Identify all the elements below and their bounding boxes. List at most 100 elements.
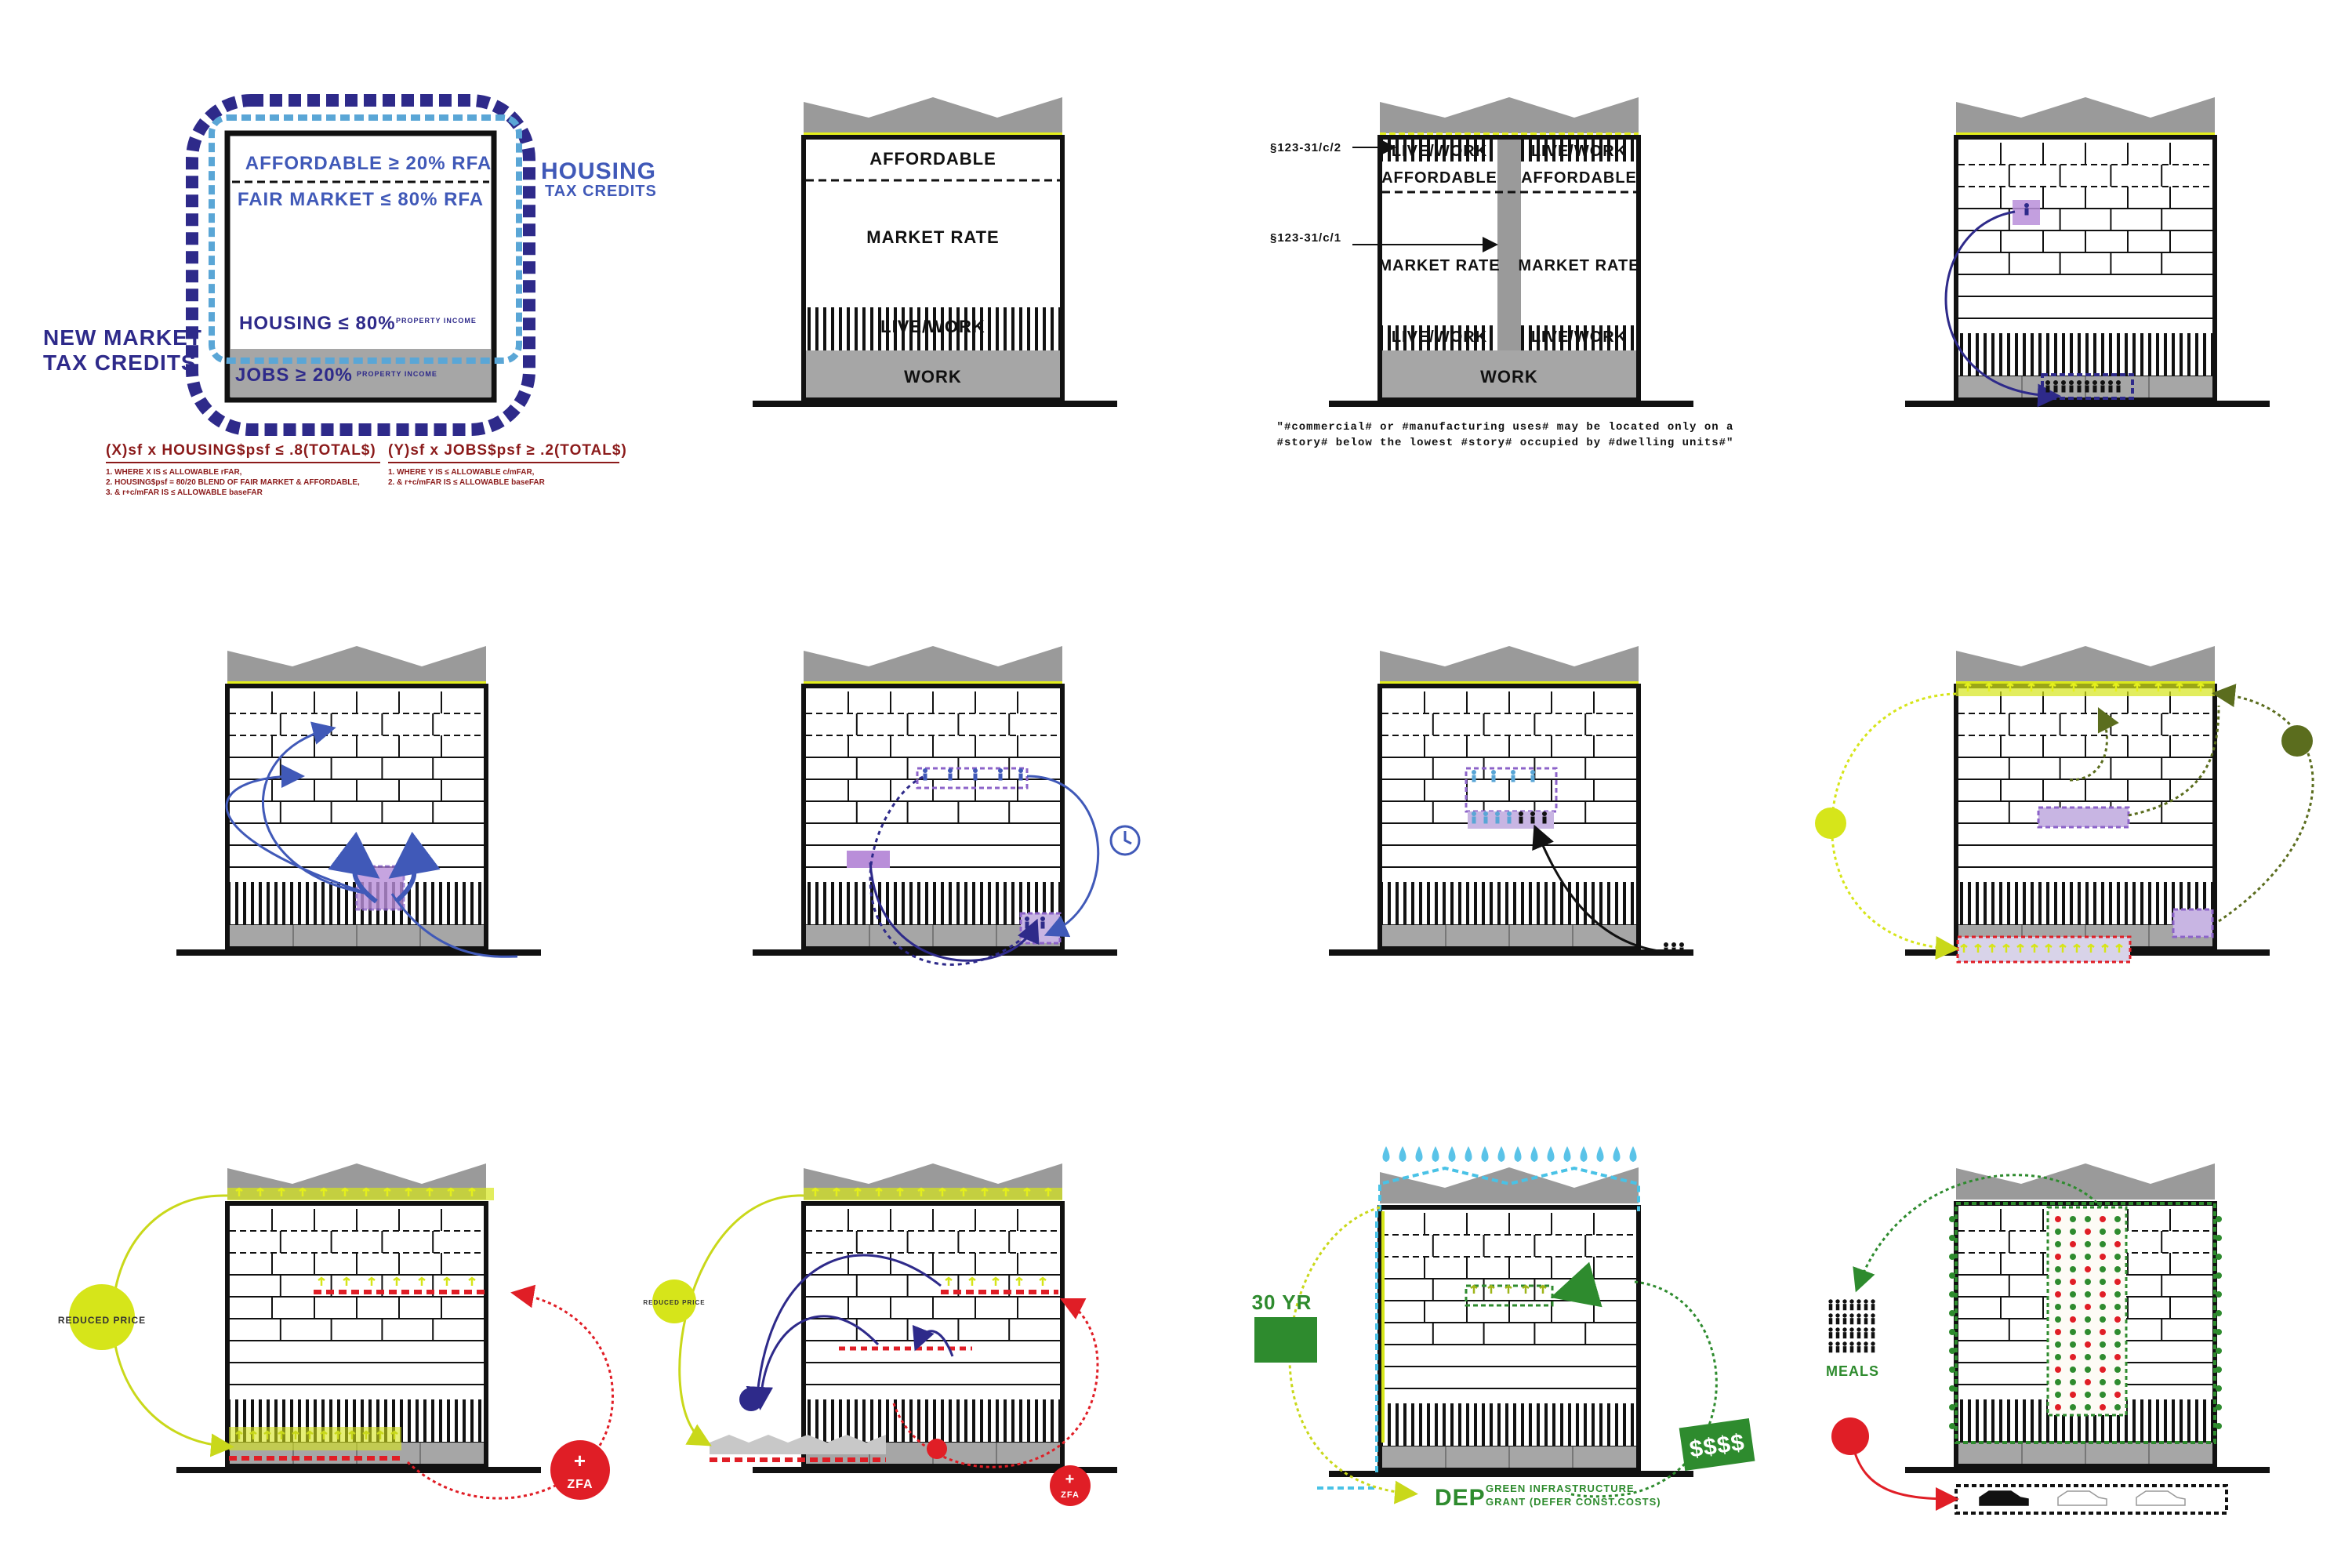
sprout-icon (960, 1187, 967, 1196)
person-icon-body (1835, 1304, 1840, 1311)
sprout-icon (1023, 1187, 1031, 1196)
person-icon (2108, 380, 2113, 385)
person-icon-body (1472, 816, 1476, 824)
sprout-icon (278, 1187, 285, 1196)
person-icon (1664, 942, 1668, 947)
plant-icon (2100, 1341, 2106, 1348)
person-icons (923, 768, 1045, 929)
panel-10-overlay: REDUCED PRICE + ZFA (643, 1187, 1099, 1506)
formula-right-notes: 1. WHERE Y IS ≤ ALLOWABLE c/mFAR,2. & r+… (388, 468, 546, 487)
flow-arrow-3 (869, 862, 1040, 962)
plant-icon (2100, 1229, 2106, 1235)
produce-icons (1960, 682, 2205, 953)
live-work-band (1958, 882, 2212, 925)
plant-icon (2216, 1348, 2222, 1354)
rain-drop-icon (1563, 1146, 1571, 1162)
dollars-badge (1679, 1417, 1755, 1471)
zfa-badge (1050, 1465, 1091, 1506)
live-work-band (806, 882, 1060, 925)
sprout-icon (1974, 943, 1982, 953)
plant-icons (1470, 1284, 1547, 1294)
plant-icon (2100, 1329, 2106, 1335)
plant-icon (2216, 1291, 2222, 1298)
person-icon-body (973, 773, 978, 781)
rain-drop-icon (1547, 1146, 1555, 1162)
plant-icon (2114, 1392, 2121, 1398)
person-icon-body (1530, 775, 1535, 782)
live-work-label: LIVE/WORK (880, 317, 985, 336)
dep-text: DEP (1435, 1485, 1486, 1511)
sprout-icon (2133, 682, 2141, 691)
sprout-icon (2059, 943, 2067, 953)
retail-band (229, 1427, 401, 1450)
person-icon (2053, 380, 2058, 385)
plant-icon (2055, 1216, 2061, 1222)
person-icon-body (1530, 816, 1535, 824)
sprout-icon (2197, 682, 2205, 691)
plant-icon (2055, 1392, 2061, 1398)
sprout-icon (2115, 943, 2123, 953)
plant-icon (2070, 1367, 2076, 1373)
sprout-icon (263, 1430, 271, 1439)
reduced-price-text: REDUCED PRICE (643, 1299, 705, 1306)
plant-icon (2070, 1379, 2076, 1385)
jobs-band (230, 349, 491, 397)
person-icon (1018, 768, 1023, 773)
person-icon (923, 768, 927, 773)
section-c1-label: §123-31/c/1 (1270, 231, 1341, 245)
person-icon (2045, 380, 2050, 385)
person-icon (1835, 1299, 1840, 1304)
sprout-icon (292, 1430, 299, 1439)
sprout-icon (1504, 1284, 1512, 1294)
building-p10 (753, 1163, 1117, 1473)
person-icon-body (1849, 1304, 1854, 1311)
plant-icon (2216, 1216, 2222, 1222)
plant-icon (2055, 1404, 2061, 1410)
person-icon (1671, 942, 1676, 947)
zfa-badge-small (927, 1439, 947, 1459)
sprout-icon (334, 1430, 342, 1439)
rain-drop-icon (1580, 1146, 1588, 1162)
person-icon (1842, 1313, 1847, 1318)
commuter-arrow (1532, 824, 1675, 954)
sprout-icon (2006, 682, 2014, 691)
roof-sawtooth (1956, 97, 2215, 133)
plant-icon (2055, 1291, 2061, 1298)
sprout-icon (390, 1430, 398, 1439)
sprout-icon (896, 1187, 904, 1196)
person-icon-body (1857, 1304, 1861, 1311)
sprout-icon (968, 1276, 976, 1286)
building-p5 (176, 646, 541, 956)
rain-drop-icon (1497, 1146, 1505, 1162)
person-icon (1857, 1341, 1861, 1346)
flow-loop-2 (869, 775, 1020, 966)
sprout-icon (2002, 943, 2010, 953)
plant-icon (2216, 1423, 2222, 1429)
person-icon-body (2053, 385, 2058, 393)
live-work-band (1382, 882, 1636, 925)
sprout-icon (348, 1430, 356, 1439)
plant-icon (2070, 1279, 2076, 1285)
plant-icon (2055, 1316, 2061, 1323)
plant-icon (2055, 1266, 2061, 1272)
sprout-icon (1988, 943, 1996, 953)
person-icon-body (1864, 1332, 1868, 1339)
person-icon (1835, 1313, 1840, 1318)
formula-note: 3. & r+c/mFAR IS ≤ ALLOWABLE baseFAR (106, 488, 263, 497)
rain-drop-icon (1629, 1146, 1637, 1162)
roof-produce-band (227, 1188, 494, 1200)
plant-icon (2100, 1254, 2106, 1260)
roof-sawtooth (804, 97, 1062, 133)
plant-icon (2070, 1316, 2076, 1323)
live-work-label-3: LIVE/WORK (1392, 328, 1487, 346)
sprout-icon (875, 1187, 883, 1196)
building-p12 (1905, 1163, 2270, 1473)
live-work-label-1: LIVE/WORK (1392, 143, 1487, 160)
person-icon (2077, 380, 2082, 385)
person-icon (1857, 1327, 1861, 1332)
person-icon-body (1835, 1332, 1840, 1339)
person-icon-body (1671, 947, 1676, 955)
panel-12-overlay: MEALS (1826, 1174, 2228, 1515)
plant-icon (2070, 1266, 2076, 1272)
plant-icon (2114, 1254, 2121, 1260)
